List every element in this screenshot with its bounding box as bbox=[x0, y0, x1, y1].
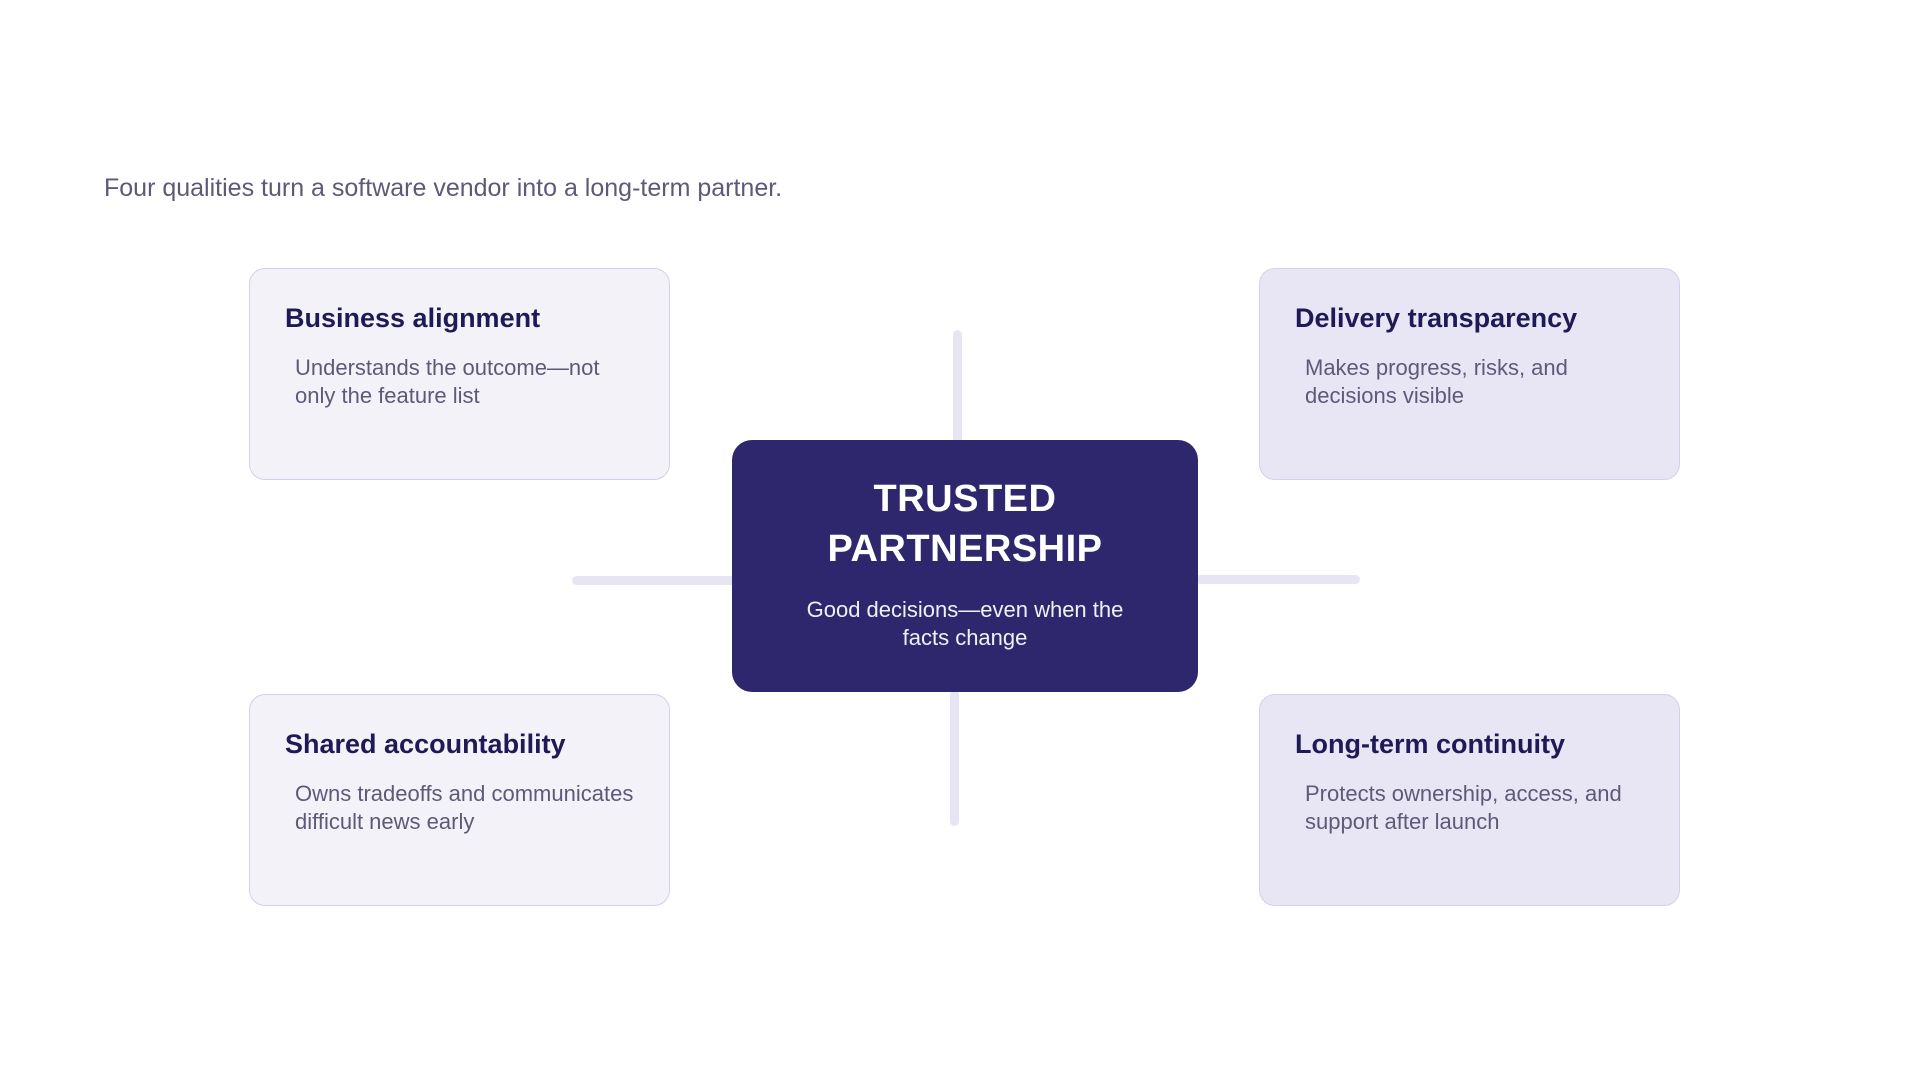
card-description: Makes progress, risks, and decisions vis… bbox=[1305, 355, 1568, 408]
hub-description: Good decisions—even when the facts chang… bbox=[806, 597, 1124, 650]
card-description: Owns tradeoffs and communicates difficul… bbox=[295, 781, 634, 834]
card-title: Long-term continuity bbox=[1295, 729, 1565, 759]
card-business-alignment: Business alignment Understands the outco… bbox=[249, 268, 670, 480]
card-description: Protects ownership, access, and support … bbox=[1305, 781, 1622, 834]
hub-trusted-partnership: TRUSTED PARTNERSHIP Good decisions—even … bbox=[732, 440, 1198, 692]
card-title: Shared accountability bbox=[285, 729, 566, 759]
connector-right bbox=[1196, 575, 1360, 584]
card-shared-accountability: Shared accountability Owns tradeoffs and… bbox=[249, 694, 670, 906]
card-title: Delivery transparency bbox=[1295, 303, 1578, 333]
connector-bottom bbox=[950, 690, 959, 826]
card-description: Understands the outcome—not only the fea… bbox=[295, 355, 600, 408]
connector-top bbox=[953, 330, 962, 446]
card-title: Business alignment bbox=[285, 303, 541, 333]
page-subtitle: Four qualities turn a software vendor in… bbox=[104, 174, 783, 202]
card-long-term-continuity: Long-term continuity Protects ownership,… bbox=[1259, 694, 1680, 906]
connector-left bbox=[572, 576, 744, 585]
card-delivery-transparency: Delivery transparency Makes progress, ri… bbox=[1259, 268, 1680, 480]
hub-title: TRUSTED PARTNERSHIP bbox=[827, 478, 1103, 570]
